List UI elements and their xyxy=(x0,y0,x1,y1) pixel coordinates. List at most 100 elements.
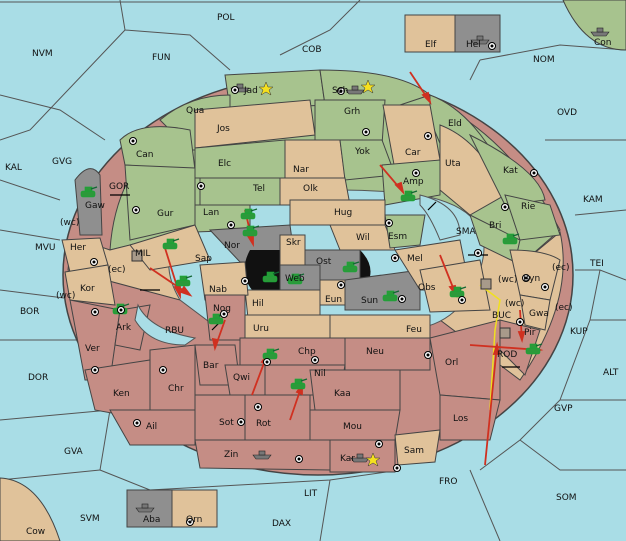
territory-rie[interactable] xyxy=(504,194,561,241)
label-fun: FUN xyxy=(152,53,171,63)
supply-center-dot xyxy=(387,221,391,225)
tank-icon xyxy=(287,273,305,285)
territory-kor[interactable] xyxy=(64,264,116,306)
tank-icon xyxy=(342,261,360,273)
tank-icon xyxy=(262,348,280,360)
territory-orn[interactable] xyxy=(171,489,218,528)
label-ken: Ken xyxy=(113,389,130,399)
army-marker-icon xyxy=(480,278,492,290)
label-nar: Nar xyxy=(293,165,309,175)
label-kor: Kor xyxy=(80,284,95,294)
label-wc3: (wc) xyxy=(498,275,517,285)
label-nil: Nil xyxy=(314,369,326,379)
label-feu: Feu xyxy=(406,325,422,335)
label-eld: Eld xyxy=(448,119,462,129)
supply-center-dot xyxy=(239,420,243,424)
label-elf: Elf xyxy=(425,40,437,50)
label-dax: DAX xyxy=(272,519,291,529)
territory-los[interactable] xyxy=(439,394,501,441)
label-gor: GOR xyxy=(109,182,129,192)
label-uru: Uru xyxy=(253,324,269,334)
territory-sam[interactable] xyxy=(394,429,441,466)
label-rod: ROD xyxy=(497,350,517,360)
label-olk: Olk xyxy=(303,184,319,194)
sea-rbu[interactable] xyxy=(134,303,197,346)
territory-chr[interactable] xyxy=(149,344,196,411)
territory-kat[interactable] xyxy=(468,133,546,206)
label-cow: Cow xyxy=(26,527,45,537)
supply-center-dot xyxy=(426,134,430,138)
territory-tel[interactable] xyxy=(199,177,286,206)
label-nor: Nor xyxy=(224,241,240,251)
supply-center-dot xyxy=(426,353,430,357)
label-nvm: NVM xyxy=(32,49,53,59)
supply-center-dot xyxy=(161,368,165,372)
label-ost: Ost xyxy=(316,257,332,267)
label-rot: Rot xyxy=(256,419,271,429)
label-hel: Hel xyxy=(466,40,481,50)
label-byn: Byn xyxy=(523,274,540,284)
label-gva: GVA xyxy=(64,447,84,457)
label-sun: Sun xyxy=(361,296,378,306)
label-chp: Chp xyxy=(298,347,316,357)
tank-icon xyxy=(525,343,543,355)
label-grh: Grh xyxy=(344,107,360,117)
supply-center-dot xyxy=(393,256,397,260)
label-lan: Lan xyxy=(203,208,219,218)
label-sch: Sch xyxy=(332,86,348,96)
ship-icon xyxy=(252,450,272,460)
star-icon xyxy=(365,452,381,467)
tank-icon xyxy=(80,186,98,198)
label-rie: Rie xyxy=(521,202,536,212)
label-hug: Hug xyxy=(334,208,352,218)
label-elc: Elc xyxy=(218,159,231,169)
label-los: Los xyxy=(453,414,468,424)
label-tei: TEI xyxy=(589,259,604,269)
territory-chp[interactable] xyxy=(239,337,346,366)
label-ark: Ark xyxy=(116,323,132,333)
territory-can[interactable] xyxy=(119,126,196,171)
label-sap: Sap xyxy=(195,254,212,264)
label-obs: Obs xyxy=(418,283,436,293)
label-qwi: Qwi xyxy=(233,373,250,383)
supply-center-dot xyxy=(93,368,97,372)
label-orl: Orl xyxy=(445,358,458,368)
territory-ail[interactable] xyxy=(109,409,196,446)
territory-gaw[interactable] xyxy=(74,168,103,236)
label-uta: Uta xyxy=(445,159,461,169)
star-icon xyxy=(360,79,376,94)
territory-amp[interactable] xyxy=(381,159,441,206)
label-pir: Pir xyxy=(524,328,536,338)
label-pol: POL xyxy=(217,13,235,23)
supply-center-dot xyxy=(131,139,135,143)
tank-icon xyxy=(242,225,260,237)
supply-center-dot xyxy=(265,360,269,364)
territory-gwa[interactable] xyxy=(519,294,551,331)
supply-center-dot xyxy=(339,283,343,287)
ship-icon xyxy=(470,35,490,45)
label-cob: COB xyxy=(302,45,322,55)
tank-icon xyxy=(502,233,520,245)
territory-rot[interactable] xyxy=(244,394,311,441)
label-som: SOM xyxy=(556,493,577,503)
label-esm: Esm xyxy=(388,232,407,242)
label-kat: Kat xyxy=(503,166,518,176)
label-bar: Bar xyxy=(203,361,219,371)
units-layer xyxy=(80,27,610,513)
label-car: Car xyxy=(405,148,421,158)
label-lit: LIT xyxy=(304,489,318,499)
territory-neu[interactable] xyxy=(344,337,431,371)
territory-nab[interactable] xyxy=(199,261,249,301)
supply-center-dot xyxy=(93,310,97,314)
label-mil: MIL xyxy=(135,249,150,259)
label-alt: ALT xyxy=(603,368,619,378)
label-ail: Ail xyxy=(146,422,157,432)
ship-icon xyxy=(135,503,155,513)
home-stars xyxy=(258,79,381,467)
label-yok: Yok xyxy=(354,147,371,157)
label-gvg: GVG xyxy=(52,157,72,167)
sea-sma[interactable] xyxy=(419,194,461,241)
supply-center-dot xyxy=(188,520,192,524)
label-svm: SVM xyxy=(80,514,100,524)
territory-esm[interactable] xyxy=(384,214,426,249)
